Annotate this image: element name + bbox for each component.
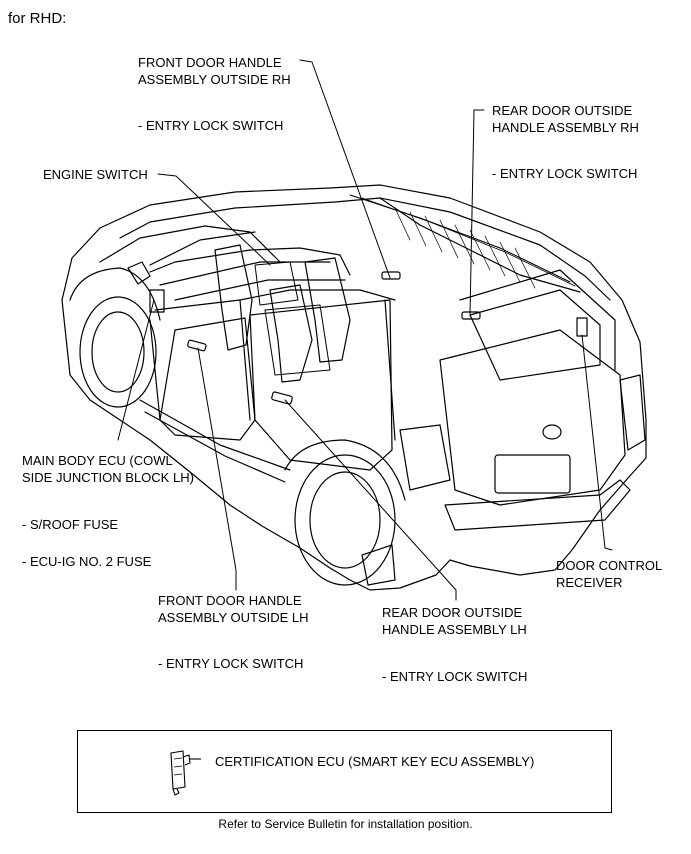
- mudflap: [361, 544, 396, 586]
- dashboard: [149, 247, 351, 276]
- callout-title-line: MAIN BODY ECU (COWL: [22, 453, 173, 468]
- footnote: Refer to Service Bulletin for installati…: [218, 817, 473, 831]
- license-plate: [494, 454, 571, 494]
- leader-front-lh: [197, 347, 237, 591]
- callout-title-line: SIDE JUNCTION BLOCK LH): [22, 470, 194, 485]
- front-door-handle-lh: [187, 339, 207, 352]
- certification-ecu-icon: [170, 750, 201, 796]
- side-door-frame: [154, 289, 396, 311]
- leader-lines: [117, 59, 613, 601]
- callout-main-body-ecu: MAIN BODY ECU (COWL SIDE JUNCTION BLOCK …: [22, 452, 194, 486]
- front-door-handle-rh: [381, 271, 401, 280]
- windshield: [99, 225, 281, 263]
- running-board: [139, 399, 291, 471]
- rear-door: [249, 299, 393, 471]
- main-body-ecu-marker: [149, 289, 165, 313]
- callout-title-line: ASSEMBLY OUTSIDE LH: [158, 610, 309, 625]
- rear-wheel: [294, 454, 396, 586]
- callout-title-line: ASSEMBLY OUTSIDE RH: [138, 72, 291, 87]
- front-wheel: [79, 296, 157, 408]
- leader-rear-rh: [469, 109, 485, 316]
- rear-bumper: [444, 479, 631, 531]
- rear-emblem: [542, 424, 562, 440]
- vehicle-body-outline: [61, 184, 647, 591]
- callout-title-line: DOOR CONTROL: [556, 558, 663, 573]
- front-door: [159, 317, 256, 441]
- roof-rail: [349, 194, 571, 283]
- front-seat: [214, 244, 253, 351]
- callout-title-line: REAR DOOR OUTSIDE: [492, 103, 633, 118]
- callout-rear-door-handle-lh: REAR DOOR OUTSIDE HANDLE ASSEMBLY LH: [382, 604, 527, 638]
- callout-door-control-receiver: DOOR CONTROL RECEIVER: [556, 557, 662, 591]
- door-control-receiver-marker: [576, 317, 588, 337]
- callout-front-door-handle-rh: FRONT DOOR HANDLE ASSEMBLY OUTSIDE RH: [138, 54, 291, 88]
- side-mirror: [127, 261, 151, 285]
- callout-ecu-ig-fuse: - ECU-IG NO. 2 FUSE: [22, 554, 152, 569]
- callout-front-lh-sub: - ENTRY LOCK SWITCH: [158, 656, 304, 671]
- roof-slats: [394, 207, 536, 289]
- rear-lamp-left: [399, 424, 451, 491]
- rear-door-handle-lh: [271, 391, 293, 405]
- leader-door-control: [581, 334, 613, 551]
- rear-door-handle-rh: [461, 311, 481, 320]
- callout-title-line: HANDLE ASSEMBLY RH: [492, 120, 639, 135]
- leader-front-rh: [299, 59, 391, 279]
- callout-title-line: FRONT DOOR HANDLE: [158, 593, 302, 608]
- legend-label: CERTIFICATION ECU (SMART KEY ECU ASSEMBL…: [215, 754, 535, 769]
- callout-front-door-handle-lh: FRONT DOOR HANDLE ASSEMBLY OUTSIDE LH: [158, 592, 309, 626]
- callout-rear-lh-sub: - ENTRY LOCK SWITCH: [382, 669, 528, 684]
- legend-box: CERTIFICATION ECU (SMART KEY ECU ASSEMBL…: [77, 730, 612, 813]
- vehicle-roof: [119, 197, 611, 301]
- leader-main-body-ecu: [117, 299, 155, 441]
- callout-rear-rh-sub: - ENTRY LOCK SWITCH: [492, 166, 638, 181]
- leader-rear-lh: [284, 399, 457, 601]
- tailgate: [439, 329, 626, 506]
- leader-engine-switch: [157, 173, 271, 266]
- callout-title-line: RECEIVER: [556, 575, 623, 590]
- callout-sroof-fuse: - S/ROOF FUSE: [22, 517, 119, 532]
- callout-front-rh-sub: - ENTRY LOCK SWITCH: [138, 118, 284, 133]
- rear-lamp-right: [619, 374, 646, 451]
- callout-rear-door-handle-rh: REAR DOOR OUTSIDE HANDLE ASSEMBLY RH: [492, 102, 639, 136]
- callout-engine-switch: ENGINE SWITCH: [43, 167, 148, 182]
- page-heading: for RHD:: [8, 10, 67, 27]
- callout-title-line: FRONT DOOR HANDLE: [138, 55, 282, 70]
- callout-title-line: HANDLE ASSEMBLY LH: [382, 622, 527, 637]
- callout-title-line: REAR DOOR OUTSIDE: [382, 605, 523, 620]
